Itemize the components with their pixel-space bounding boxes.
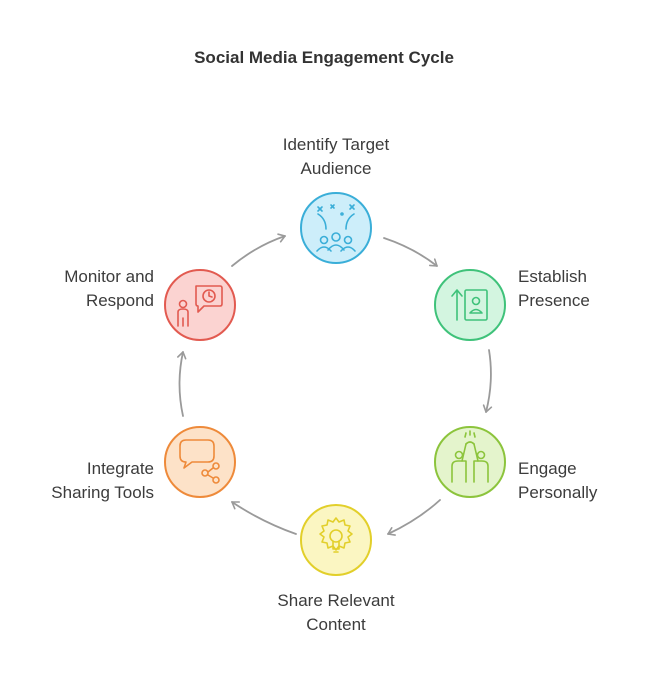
step-label-line: Personally bbox=[518, 483, 598, 502]
person-clock-icon bbox=[177, 285, 223, 327]
step-label-line: Respond bbox=[85, 291, 154, 310]
step-label-line: Presence bbox=[518, 291, 590, 310]
step-node-share bbox=[300, 504, 372, 576]
step-node-integrate bbox=[164, 426, 236, 498]
arrow-integrate-to-monitor bbox=[177, 351, 187, 417]
arrow-audience-to-presence bbox=[383, 237, 438, 267]
arrow-monitor-to-audience bbox=[231, 233, 286, 267]
step-circle bbox=[434, 426, 506, 498]
step-label-presence: Establish Presence bbox=[518, 265, 590, 313]
step-node-engage bbox=[434, 426, 506, 498]
step-label-line: Share Relevant bbox=[277, 591, 395, 610]
step-circle bbox=[300, 192, 372, 264]
step-label-line: Identify Target bbox=[282, 135, 390, 154]
diagram-title: Social Media Engagement Cycle bbox=[194, 48, 454, 67]
step-label-line: Establish bbox=[518, 267, 587, 286]
step-label-line: Content bbox=[306, 615, 366, 634]
step-label-integrate: Integrate Sharing Tools bbox=[14, 457, 154, 505]
chat-share-icon bbox=[179, 439, 220, 484]
high-five-icon bbox=[451, 430, 489, 483]
step-label-line: Monitor and bbox=[64, 267, 154, 286]
arrow-share-to-integrate bbox=[231, 501, 297, 535]
step-circle bbox=[164, 269, 236, 341]
arrow-presence-to-engage bbox=[482, 349, 493, 413]
step-label-line: Integrate bbox=[86, 459, 154, 478]
arrow-engage-to-share bbox=[387, 499, 441, 536]
lightbulb-gear-icon bbox=[319, 517, 353, 553]
step-label-line: Engage bbox=[518, 459, 577, 478]
step-node-audience bbox=[300, 192, 372, 264]
step-label-line: Sharing Tools bbox=[51, 483, 154, 502]
cycle-arrows bbox=[177, 233, 493, 536]
step-circle bbox=[434, 269, 506, 341]
step-label-monitor: Monitor and Respond bbox=[14, 265, 154, 313]
step-circle bbox=[300, 504, 372, 576]
step-node-monitor bbox=[164, 269, 236, 341]
step-label-engage: Engage Personally bbox=[518, 457, 597, 505]
step-node-presence bbox=[434, 269, 506, 341]
audience-icon bbox=[316, 204, 356, 252]
step-label-audience: Identify Target Audience bbox=[236, 133, 436, 181]
step-label-share: Share Relevant Content bbox=[236, 589, 436, 637]
profile-upload-icon bbox=[451, 289, 488, 321]
step-label-line: Audience bbox=[300, 159, 372, 178]
